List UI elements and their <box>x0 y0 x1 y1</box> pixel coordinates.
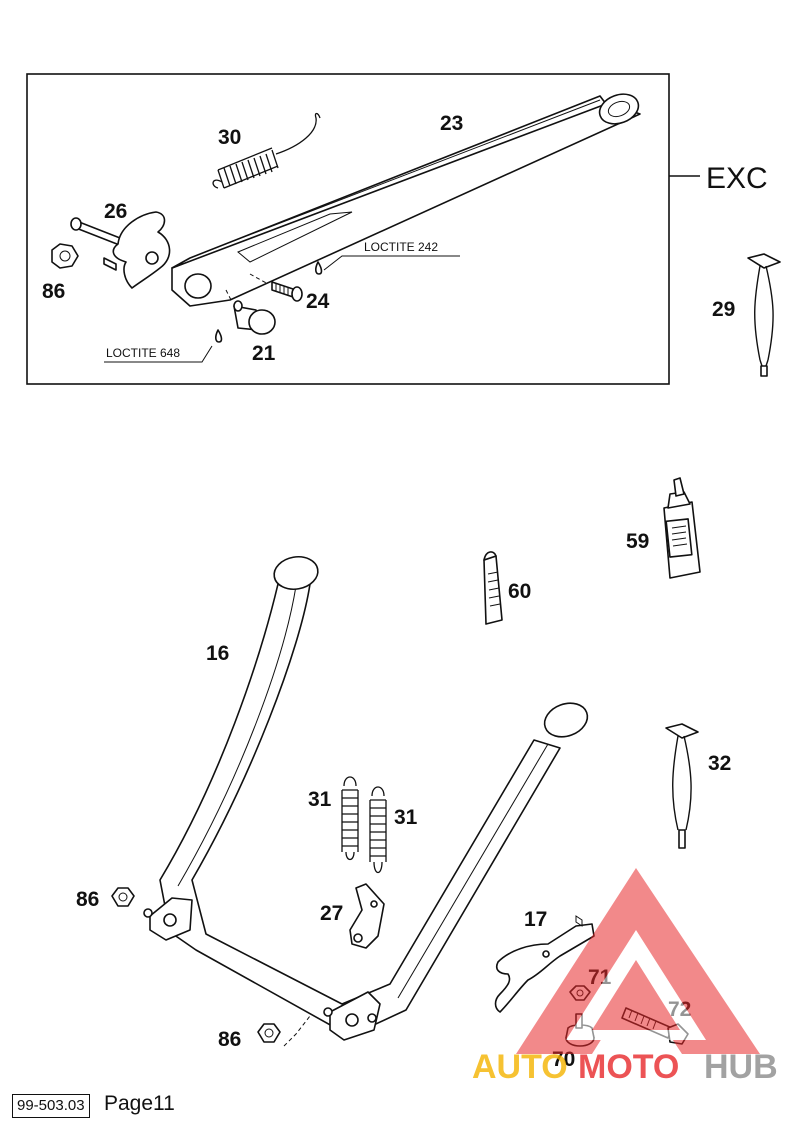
watermark-text-hub: HUB <box>704 1048 778 1086</box>
footer-page-number: Page11 <box>104 1092 175 1115</box>
loctite-drop-242 <box>314 261 323 275</box>
part-label-60: 60 <box>508 580 531 603</box>
spring-hook-32 <box>665 723 699 849</box>
part-label-86-left: 86 <box>76 888 99 911</box>
part-label-59: 59 <box>626 530 649 553</box>
part-label-32: 32 <box>708 752 731 775</box>
footer-document-code: 99-503.03 <box>12 1094 90 1118</box>
center-stand-16 <box>143 555 589 1041</box>
part-label-30: 30 <box>218 126 241 149</box>
part-label-86-bottom: 86 <box>218 1028 241 1051</box>
grease-bottle-59 <box>663 477 701 579</box>
watermark-logo <box>516 868 760 1054</box>
nut-86-bottom <box>257 1015 311 1047</box>
springs-31 <box>341 776 387 874</box>
bolt-24 <box>249 273 303 302</box>
loctite-648-note: LOCTITE 648 <box>106 346 180 360</box>
loctite-leader-648 <box>104 345 213 363</box>
part-label-21: 21 <box>252 342 276 365</box>
part-label-86-top: 86 <box>42 280 65 303</box>
pivot-plate-26 <box>70 211 171 289</box>
watermark-wordmark: AUTO MOTO HUB <box>472 1048 778 1086</box>
part-label-17: 17 <box>524 908 547 931</box>
nut-86-left <box>111 887 135 907</box>
side-stand-23 <box>171 93 641 307</box>
exc-group-label: EXC <box>706 162 768 195</box>
stop-21 <box>225 289 276 335</box>
exc-group-frame <box>26 73 670 385</box>
spring-30 <box>212 112 321 189</box>
part-label-29: 29 <box>712 298 735 321</box>
part-label-31-left: 31 <box>308 788 332 811</box>
tube-60 <box>483 551 503 625</box>
fork-plate-17 <box>494 915 595 1013</box>
part-label-26: 26 <box>104 200 127 223</box>
spring-hook-29 <box>747 253 781 377</box>
nut-86-top <box>51 243 79 269</box>
part-label-23: 23 <box>440 112 463 135</box>
part-label-24: 24 <box>306 290 330 313</box>
part-label-27: 27 <box>320 902 343 925</box>
watermark-text-moto: MOTO <box>578 1048 679 1086</box>
loctite-drop-648 <box>214 329 223 343</box>
loctite-242-note: LOCTITE 242 <box>364 240 438 254</box>
watermark-text-auto: AUTO <box>472 1048 568 1086</box>
loctite-leader-242 <box>323 255 460 271</box>
part-label-31-right: 31 <box>394 806 418 829</box>
bracket-27 <box>349 883 385 949</box>
part-label-16: 16 <box>206 642 229 665</box>
